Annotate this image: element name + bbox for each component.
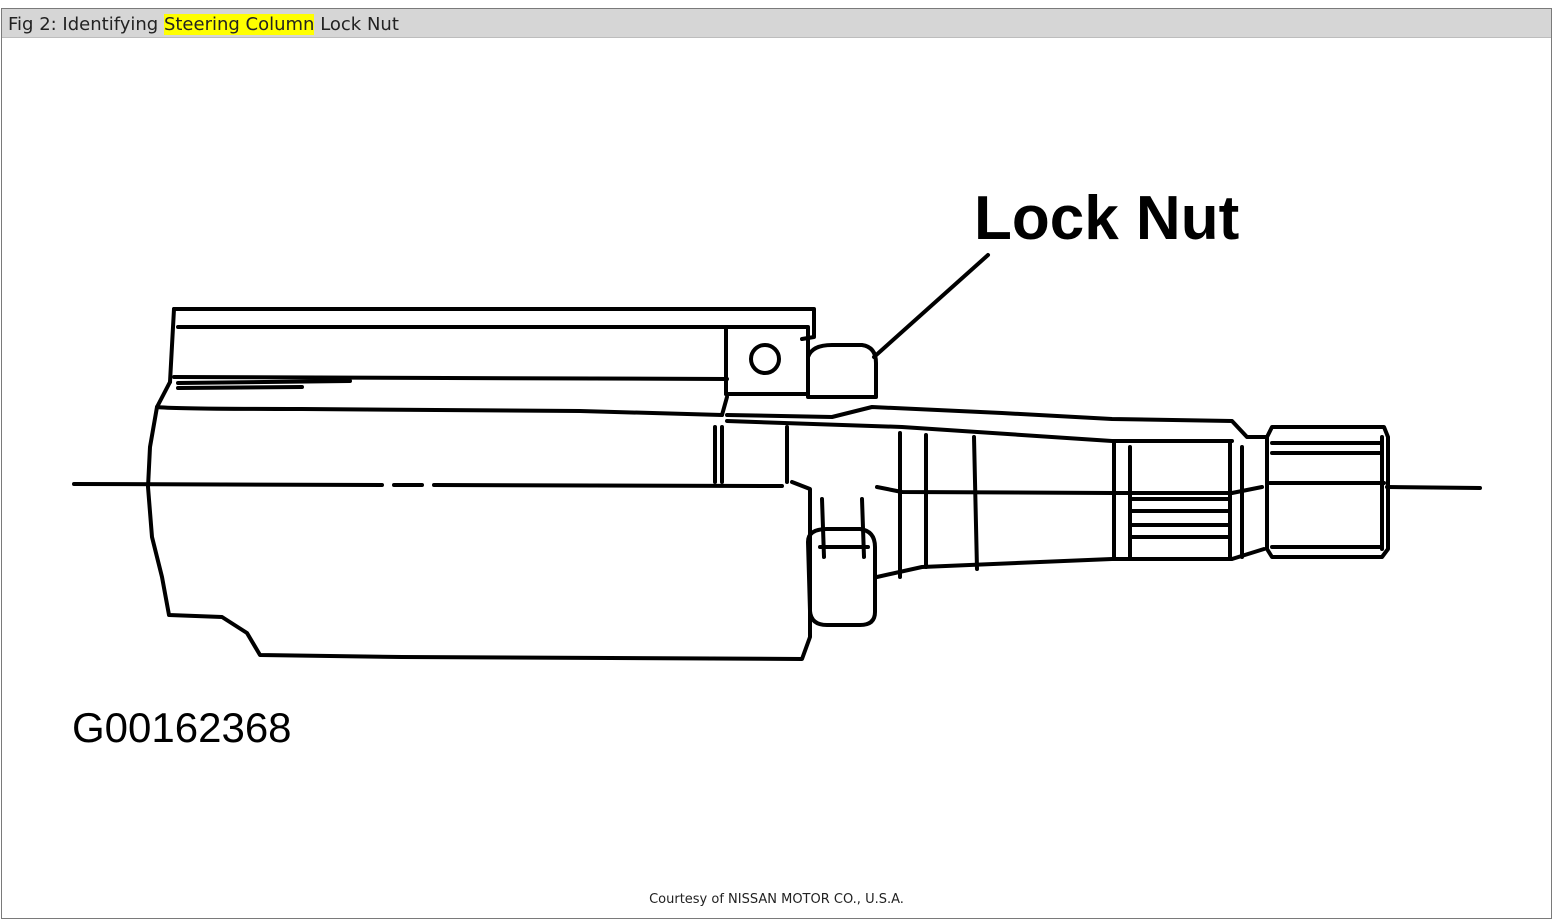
caption-bar: Fig 2: Identifying Steering Column Lock … [2,9,1551,38]
caption-prefix: Fig 2: Identifying [8,14,164,35]
caption-suffix: Lock Nut [314,14,399,35]
column-tube [146,380,812,661]
column-jacket [168,307,816,390]
figure-caption: Fig 2: Identifying Steering Column Lock … [8,14,399,36]
steering-column-diagram: Lock Nut G00162368 [72,184,1482,751]
figure-credit: Courtesy of NISSAN MOTOR CO., U.S.A. [649,892,904,907]
lock-nut [806,343,878,627]
shaft-end-cap [1265,425,1390,559]
clamp-block [724,325,810,396]
caption-highlight: Steering Column [163,14,315,35]
lock-nut-label: Lock Nut [974,184,1239,253]
center-axis-line [72,482,1482,490]
figure-frame: Fig 2: Identifying Steering Column Lock … [1,8,1552,919]
figure-code: G00162368 [72,704,292,751]
steering-shaft [725,405,1269,579]
lock-nut-leader-line [872,253,990,359]
